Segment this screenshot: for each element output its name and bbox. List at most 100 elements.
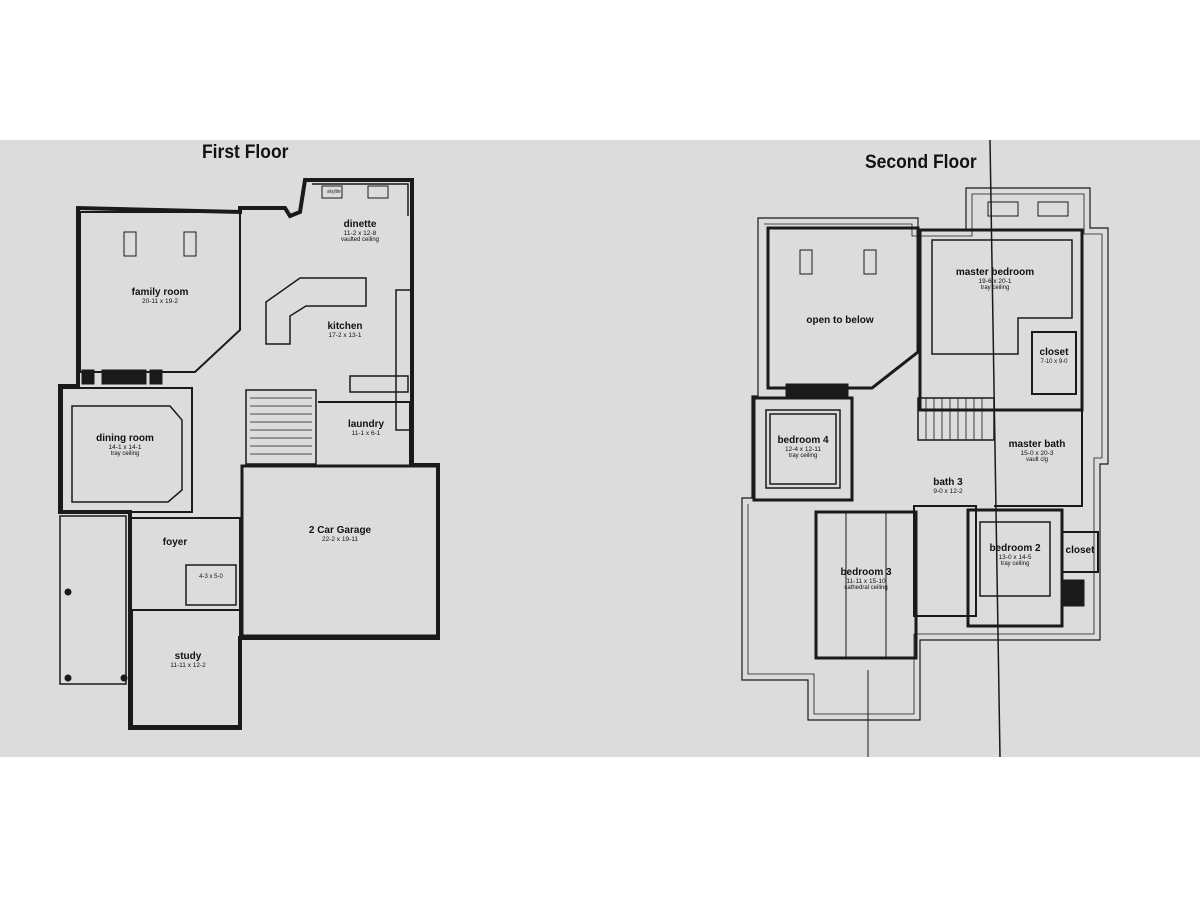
study-wall [131,609,241,727]
room-note: vaulted ceiling [340,237,380,244]
room-name: laundry [347,419,385,430]
bedroom4-tray [765,409,841,489]
room-dinette: dinette 11-2 x 12-8 vaulted ceiling [318,219,402,244]
room-dims: 14-1 x 14-1 [108,443,142,451]
room-dims: 11-11 x 15-10 [846,577,886,585]
room-name: master bedroom [955,267,1035,278]
room-laundry: laundry 11-1 x 6-1 [330,419,402,437]
room-name: bath 3 [933,477,963,488]
foyer-wall [130,517,241,610]
room-note: tray ceiling [980,285,1010,292]
room-dims: 12-4 x 12-11 [784,445,821,453]
stairs-second [917,397,995,441]
room-dims: 15-0 x 20-3 [1020,449,1054,457]
room-dims: 7-10 x 9-0 [1040,358,1068,365]
bedroom2-wall [966,508,1064,628]
room-dims: 11-2 x 12-8 [343,229,377,237]
room-name: closet [1065,545,1095,556]
open-to-below-wall [766,226,920,390]
bath-wall [185,564,237,606]
room-note: tray ceiling [110,451,140,458]
family-room-wall [79,211,241,373]
plan-sheet: First Floor Second Floor dinette 11-2 x … [0,140,1200,757]
room-note: cathedral ceiling [844,585,888,592]
fireplace [101,369,147,385]
first-floor-title: First Floor [202,142,289,163]
room-dims: 11-1 x 6-1 [351,429,381,437]
bedroom4-wall [752,396,854,502]
kitchen-counter-bottom [349,375,409,393]
room-kitchen: kitchen 17-2 x 13-1 [305,321,385,339]
column [149,369,163,385]
room-dims: 17-2 x 13-1 [328,331,362,339]
room-master-bath: master bath 15-0 x 20-3 vault clg [1004,439,1070,464]
room-dining-room: dining room 14-1 x 14-1 tray ceiling [80,433,170,458]
bedroom3-cathedral [845,512,887,658]
room-dims: 4-3 x 5-0 [199,574,223,580]
room-closet2: closet [1060,545,1100,557]
master-tray [931,239,1073,355]
room-dims: 11-11 x 12-2 [170,661,206,669]
post [64,674,72,682]
roof-outline-inner [747,193,1103,715]
room-name: 2 Car Garage [308,525,372,536]
second-floor-plan [741,140,1109,757]
room-closet-master: closet 7-10 x 9-0 [1032,347,1076,365]
floor-plans-drawing [58,140,1109,757]
room-name: master bath [1008,439,1066,450]
room-family-room: family room 20-11 x 19-2 [110,287,210,305]
room-name: bedroom 2 [989,543,1041,554]
roof-outline [741,187,1109,721]
room-bath: 4-3 x 5-0 [188,574,234,580]
first-floor-plan [58,178,440,730]
fireplace-chase [785,383,849,397]
room-study: study 11-11 x 12-2 [148,651,228,669]
stair-treads-second [925,398,983,440]
post [64,588,72,596]
room-name: bedroom 3 [840,567,892,578]
skylight-icon [123,185,389,257]
room-name: foyer [162,537,188,548]
room-master-bedroom: master bedroom 19-6 x 20-1 tray ceiling [940,267,1050,292]
skylight-label: skylite [327,189,341,195]
room-name: kitchen [327,321,363,332]
chase [1063,579,1085,607]
room-dims: 19-6 x 20-1 [978,277,1012,285]
room-name: family room [131,287,189,298]
room-note: vault clg [1025,457,1048,464]
master-bath-wall [994,409,1083,507]
bedroom2-tray [979,521,1051,597]
room-bedroom4: bedroom 4 12-4 x 12-11 tray ceiling [766,435,840,460]
room-dims: 20-11 x 19-2 [141,297,178,305]
room-name: closet [1039,347,1069,358]
room-name: study [174,651,202,662]
dining-room-wall [61,387,193,513]
room-note: tray ceiling [1000,561,1030,568]
post [120,674,128,682]
room-name: dinette [343,219,377,230]
second-floor-title: Second Floor [865,152,977,173]
room-dims: 22-2 x 19-11 [321,535,358,543]
dining-tray [71,405,183,503]
fold-line [989,140,1001,757]
stair-treads [250,397,312,455]
room-bedroom2: bedroom 2 13-0 x 14-5 tray ceiling [974,543,1056,568]
room-note: tray ceiling [788,453,818,460]
room-bath3: bath 3 9-0 x 12-2 [920,477,976,495]
stairs [245,389,317,465]
room-open-to-below: open to below [800,315,880,327]
garage-wall [240,464,440,638]
room-dims: 13-0 x 14-5 [998,553,1032,561]
bath3-wall [913,505,977,617]
room-bedroom3: bedroom 3 11-11 x 15-10 cathedral ceilin… [822,567,910,592]
room-garage: 2 Car Garage 22-2 x 19-11 [290,525,390,543]
closet2-wall [1061,531,1099,573]
closet-master-wall [1031,331,1077,395]
kitchen-counter-right [395,289,413,431]
room-foyer: foyer [150,537,200,549]
kitchen-counter [265,277,367,345]
room-name: bedroom 4 [777,435,829,446]
porch [59,515,127,685]
column [81,369,95,385]
master-bedroom-wall [918,228,1084,412]
